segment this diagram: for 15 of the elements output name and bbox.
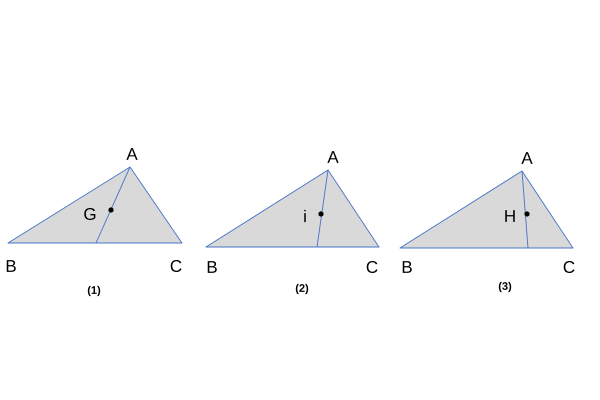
- figure-number: (1): [88, 286, 100, 296]
- figure-number: (2): [296, 284, 308, 294]
- point-label: B: [208, 261, 217, 273]
- point-label: B: [6, 260, 16, 272]
- point-label: C: [366, 260, 378, 274]
- point-label: A: [327, 151, 339, 163]
- point-label: A: [126, 148, 138, 160]
- point-label: B: [402, 261, 412, 273]
- figure-number: (3): [498, 282, 512, 292]
- point-label: C: [564, 260, 574, 274]
- point-label: C: [170, 260, 182, 272]
- point-label: G: [84, 208, 96, 220]
- point-label: A: [521, 152, 533, 164]
- point-label: i: [304, 210, 306, 222]
- point-label: H: [505, 210, 515, 222]
